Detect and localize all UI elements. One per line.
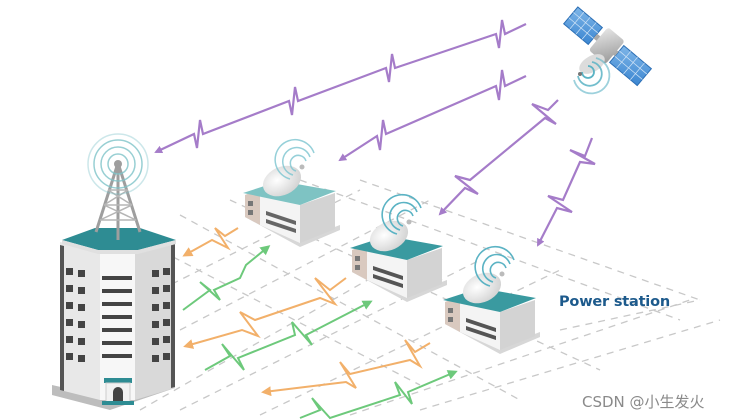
signal-orange-3 [261,339,431,397]
satellite-waves-icon [573,57,611,95]
uplink-signals [154,19,596,247]
uplink-line-to-dish-2 [438,99,559,216]
satellite-dish-building-3 [443,245,540,354]
building-entrance [102,378,134,405]
uplink-line-to-dish-3 [537,137,596,247]
building-windows [66,268,170,362]
power-station-label: Power station [559,294,670,310]
satellite-dish-icon [369,193,422,252]
satellite-dish-building-1 [243,138,340,247]
satellite-dish-building-2 [350,193,447,302]
signal-orange-1 [182,227,239,257]
radio-tower-icon [87,133,149,240]
ground-signals [182,227,458,420]
signal-green-3 [299,370,458,420]
uplink-line-to-tower [154,19,527,154]
office-building-icon [52,228,176,410]
satellite-dish-icon [462,245,515,304]
watermark: CSDN @小生发火 [582,393,705,411]
signal-green-2 [204,300,373,371]
signal-orange-2 [183,277,347,349]
broadcast-waves-icon [87,133,149,195]
satellite-dish-icon [262,138,315,197]
satellite-icon [562,6,653,95]
signal-green-1 [182,245,271,311]
uplink-line-to-dish-1 [338,69,527,162]
